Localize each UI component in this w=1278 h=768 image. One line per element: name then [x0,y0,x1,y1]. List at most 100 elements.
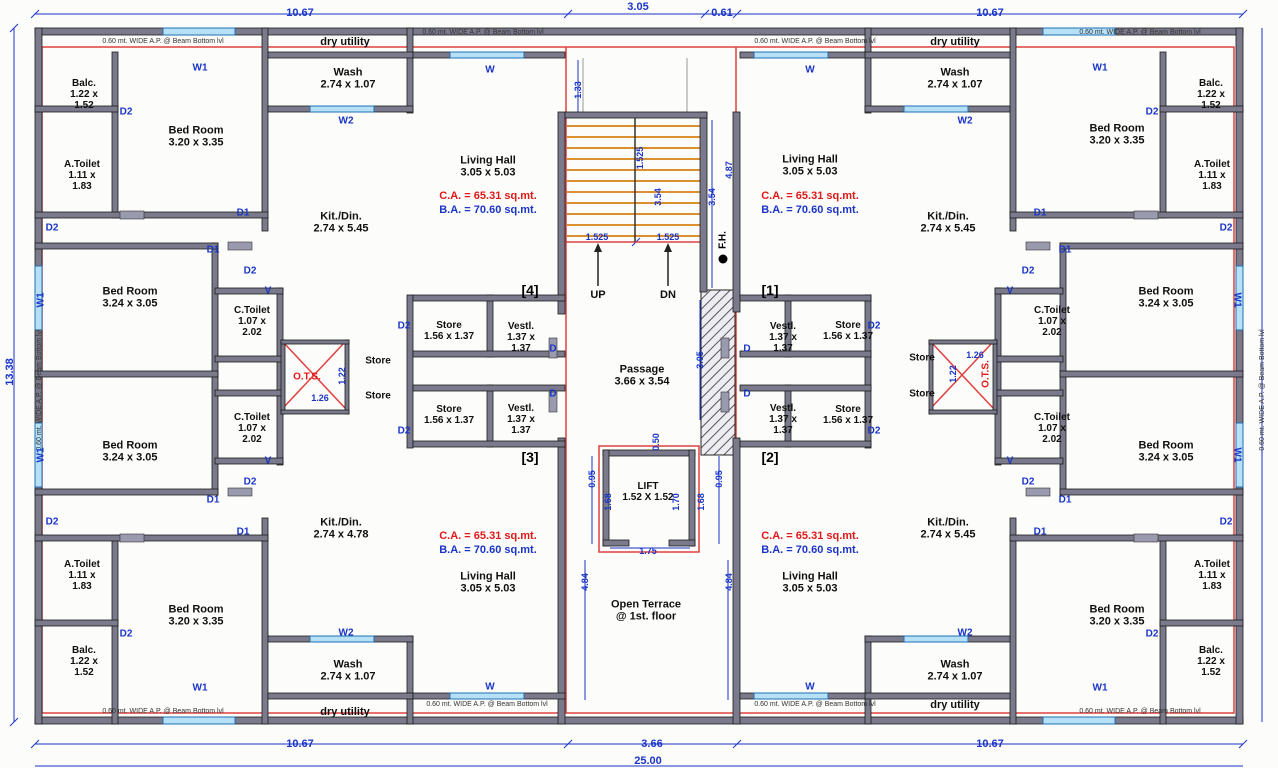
room-kitdin-br: Kit./Din. 2.74 x 5.45 [920,516,976,541]
window-w1-right-lower: W1 [1231,447,1243,463]
window-w1-right-upper: W1 [1231,292,1243,308]
room-store-r-upper: Store 1.56 x 1.37 [822,319,874,342]
unit-label-4: [4] [521,282,539,299]
room-livinghall-bl: Living Hall 3.05 x 5.03 [460,570,516,595]
windows [34,27,1244,725]
stair-dn-label: DN [660,288,676,301]
window-w1-left-lower: W1 [35,447,47,463]
window-w1-tl: W1 [192,62,208,74]
store-word-l-upper: Store [365,355,391,367]
dim-lift-w: 1.75 [639,545,657,556]
edge-ap-top-3: 0.60 mt. WIDE A.P. @ Beam Bottom lvl [754,38,876,46]
vent-v-l-lower: V [264,455,272,467]
room-bedroom-bl: Bed Room 3.20 x 3.35 [168,603,224,628]
room-bedroom-tl: Bed Room 3.20 x 3.35 [168,124,224,149]
dim-stair-1: 1.33 [572,81,583,99]
doors [119,210,1159,543]
door-d-vestl-r-upper: D [743,343,751,355]
room-bedroom-mr-lower: Bed Room 3.24 x 3.05 [1138,439,1194,464]
room-vestibule-r-lower: Vestl. 1.37 x 1.37 [769,403,797,437]
door-d1-mr-lower: D1 [1058,494,1072,506]
vent-v-r-lower: V [1006,455,1014,467]
window-w-br: W [805,681,815,693]
dim-top-right: 10.67 [976,6,1004,19]
fire-hydrant-icon [718,254,728,264]
window-w2-tl: W2 [338,115,354,127]
dim-ots-right-w: 1.26 [966,349,984,360]
edge-ap-left: 0.60 mt. WIDE A.P. @ Beam Bottom lvl [36,329,44,451]
door-d2-store-r-lower: D2 [867,425,881,437]
room-bedroom-ml-lower: Bed Room 3.24 x 3.05 [102,439,158,464]
room-ctoilet-l-upper: C.Toilet 1.07 x 2.02 [234,305,270,339]
door-d2-ml-upper: D2 [243,265,257,277]
room-open-terrace: Open Terrace @ 1st. floor [610,598,682,623]
room-dryutility-br: dry utility [930,698,980,711]
window-w1-br: W1 [1092,682,1108,694]
unit-label-2: [2] [761,449,779,466]
builtup-area-bl: B.A. = 70.60 sq.mt. [439,543,537,556]
unit-label-1: [1] [761,282,779,299]
room-balcony-tr: Balc. 1.22 x 1.52 [1197,78,1225,112]
door-d2-mr-upper: D2 [1021,265,1035,277]
carpet-area-tl: C.A. = 65.31 sq.mt. [439,189,537,202]
dim-passage-h: 3.05 [694,351,705,369]
window-w1-bl: W1 [192,682,208,694]
room-kitdin-tl: Kit./Din. 2.74 x 5.45 [313,210,369,235]
dim-lift-2: 0.95 [713,470,724,488]
room-atoilet-br: A.Toilet 1.11 x 1.83 [1194,559,1230,593]
walls [34,27,1244,725]
room-store-l-upper: Store 1.56 x 1.37 [423,319,475,342]
window-w-bl: W [485,681,495,693]
dim-terrace-l: 4.84 [579,573,590,591]
room-livinghall-tl: Living Hall 3.05 x 5.03 [460,154,516,179]
room-ctoilet-r-lower: C.Toilet 1.07 x 2.02 [1034,412,1070,446]
door-d2-tl-balc: D2 [119,106,133,118]
carpet-area-br: C.A. = 65.31 sq.mt. [761,529,859,542]
door-d2-mr-lower: D2 [1021,476,1035,488]
room-kitdin-tr: Kit./Din. 2.74 x 5.45 [920,210,976,235]
room-bedroom-br: Bed Room 3.20 x 3.35 [1089,603,1145,628]
edge-ap-bottom-3: 0.60 mt. WIDE A.P. @ Beam Bottom lvl [754,701,876,709]
door-d2-tl-atoilet: D2 [45,222,59,234]
room-store-l-lower: Store 1.56 x 1.37 [423,403,475,426]
ots-left: O.T.S. [293,371,321,383]
vent-v-l-upper: V [264,285,272,297]
dim-terrace-r: 4.84 [723,573,734,591]
window-w-tr: W [805,64,815,76]
edge-ap-right: 0.60 mt. WIDE A.P. @ Beam Bottom lvl [1259,329,1267,451]
dim-lift-3: 1.68 [602,493,613,511]
window-w1-tr: W1 [1092,62,1108,74]
room-livinghall-tr: Living Hall 3.05 x 5.03 [782,153,838,178]
room-passage: Passage 3.66 x 3.54 [614,363,670,388]
door-d-vestl-l-lower: D [549,388,557,400]
dim-stair-6: 1.525 [585,231,609,242]
stairs [567,58,703,286]
window-w2-tr: W2 [957,115,973,127]
room-atoilet-bl: A.Toilet 1.11 x 1.83 [64,559,100,593]
dim-lift-5: 1.68 [695,493,706,511]
window-w2-bl: W2 [338,627,354,639]
room-wash-br: Wash 2.74 x 1.07 [927,658,983,683]
dim-stair-7: 1.525 [656,231,680,242]
store-word-r-lower: Store [909,388,935,400]
room-vestibule-l-lower: Vestl. 1.37 x 1.37 [507,403,535,437]
builtup-area-tl: B.A. = 70.60 sq.mt. [439,203,537,216]
carpet-area-bl: C.A. = 65.31 sq.mt. [439,529,537,542]
ots-right: O.T.S. [980,360,992,388]
store-word-r-upper: Store [909,352,935,364]
store-word-l-lower: Store [365,390,391,402]
dim-ots-left-h: 1.22 [336,367,347,385]
room-balcony-tl: Balc. 1.22 x 1.52 [70,78,98,112]
room-vestibule-r-upper: Vestl. 1.37 x 1.37 [769,321,797,355]
dim-stair-3: 3.54 [652,188,663,206]
edge-ap-bottom-4: 0.60 mt. WIDE A.P. @ Beam Bottom lvl [1079,708,1201,716]
dimension-lines [9,9,1263,767]
door-d1-br-bed: D1 [1033,526,1047,538]
door-d1-tr-bed: D1 [1033,207,1047,219]
edge-ap-top-4: 0.60 mt. WIDE A.P. @ Beam Bottom lvl [1079,29,1201,37]
door-d2-tr-atoilet: D2 [1219,222,1233,234]
dim-landing: 0.50 [650,433,661,451]
dim-bottom-total: 25.00 [634,754,662,767]
